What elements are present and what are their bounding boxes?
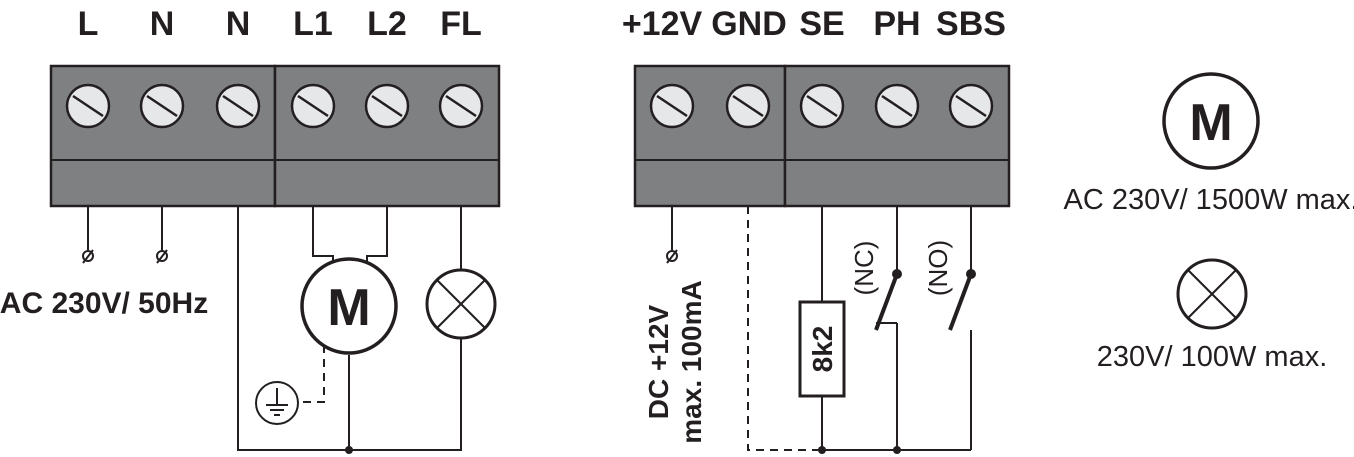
motor-symbol: M — [300, 257, 398, 355]
right-terminal-labels: +12V GND SE PH SBS — [622, 5, 1006, 43]
screw-terminal-icon — [364, 83, 410, 129]
left-terminal-labels: L N N L1 L2 FL — [78, 5, 482, 43]
screw-terminal-icon — [799, 83, 845, 129]
screw-terminal-icon — [65, 83, 111, 129]
screw-terminal-icon — [725, 83, 771, 129]
resistor-icon: 8k2 — [798, 300, 846, 398]
terminal-label-l2: L2 — [367, 5, 407, 43]
terminal-label-fl: FL — [440, 5, 482, 43]
supply-label: AC 230V/ 50Hz — [0, 287, 208, 320]
legend-lamp-spec: 230V/ 100W max. — [1097, 341, 1328, 373]
legend-motor-label: M — [1189, 94, 1232, 152]
terminal-label-se: SE — [799, 5, 844, 43]
terminal-label-l: L — [78, 5, 99, 43]
right-wiring — [666, 206, 976, 454]
screw-terminal-icon — [139, 83, 185, 129]
no-contact-label: (NO) — [923, 240, 953, 296]
terminal-label-n2: N — [226, 5, 251, 43]
left-terminal-block — [49, 64, 501, 208]
screws — [65, 83, 994, 129]
screw-terminal-icon — [874, 83, 920, 129]
legend: M AC 230V/ 1500W max. 230V/ 100W max. — [1064, 72, 1354, 373]
terminal-label-n1: N — [150, 5, 175, 43]
nc-contact-label: (NC) — [849, 241, 879, 296]
screw-terminal-icon — [649, 83, 695, 129]
legend-motor-icon: M — [1162, 72, 1260, 170]
legend-lamp-icon — [1176, 258, 1248, 330]
supply-terminal-block — [633, 64, 787, 208]
dc-label-line2: max. 100mA — [676, 280, 707, 443]
screw-terminal-icon — [438, 83, 484, 129]
screw-terminal-icon — [948, 83, 994, 129]
terminal-label-sbs: SBS — [936, 5, 1006, 43]
resistor-label: 8k2 — [807, 326, 838, 373]
ground-icon — [255, 381, 299, 425]
terminal-label-12v: +12V — [622, 5, 703, 43]
dc-label-line1: DC +12V — [643, 304, 674, 419]
screw-terminal-icon — [215, 83, 261, 129]
motor-label: M — [327, 279, 370, 337]
terminal-label-ph: PH — [873, 5, 920, 43]
terminal-label-l1: L1 — [293, 5, 333, 43]
lamp-symbol — [425, 268, 497, 340]
screw-terminal-icon — [290, 83, 336, 129]
legend-motor-spec: AC 230V/ 1500W max. — [1064, 184, 1354, 216]
terminal-label-gnd: GND — [711, 5, 787, 43]
